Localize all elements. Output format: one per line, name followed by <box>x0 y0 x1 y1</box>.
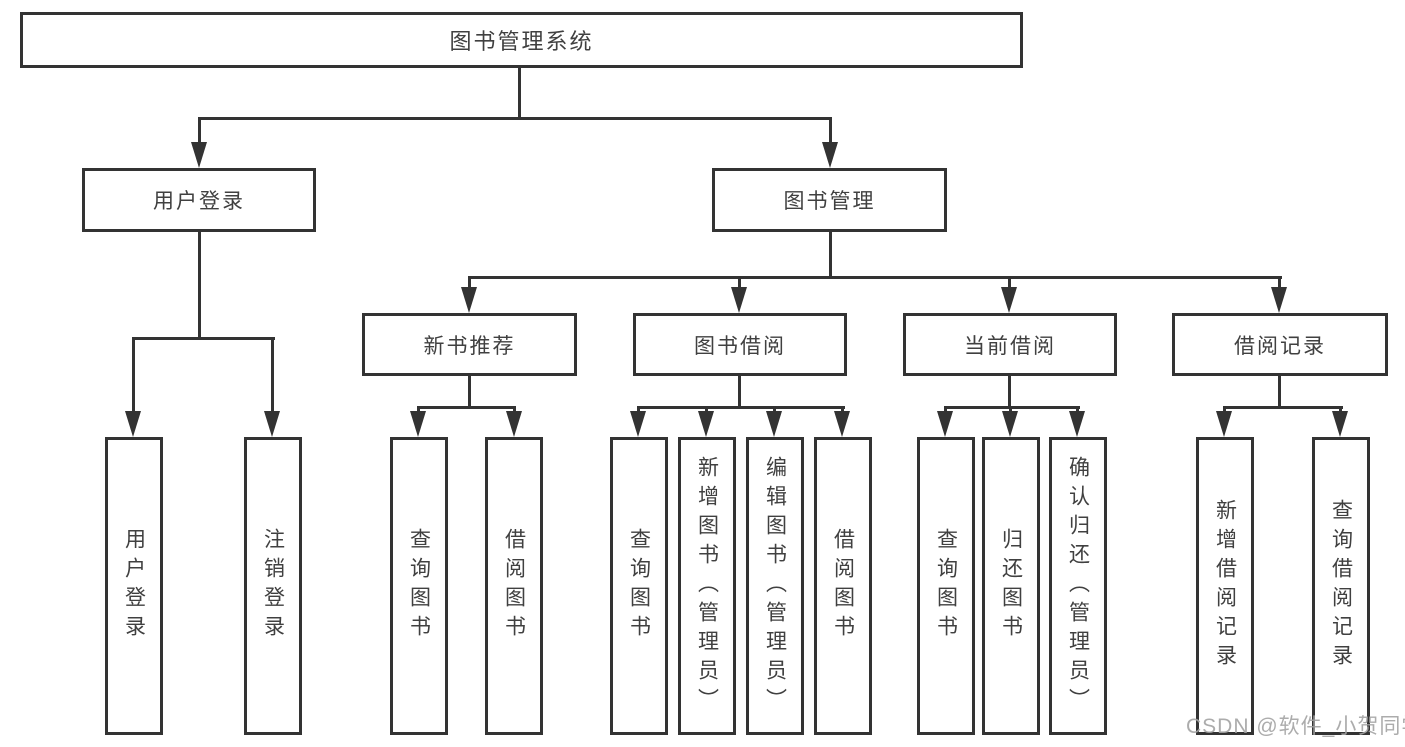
arrowhead-leaf-borrow-1 <box>506 411 522 437</box>
connector-to-new-book <box>468 276 471 292</box>
connector-to-user-login <box>198 117 201 148</box>
leaf-add-borrow-record: 新增借阅记录 <box>1196 437 1254 735</box>
leaf-query-borrow-record: 查询借阅记录 <box>1312 437 1370 735</box>
node-current-borrow: 当前借阅 <box>903 313 1117 376</box>
arrowhead-book-mgmt <box>822 142 838 168</box>
arrowhead-book-borrow <box>731 287 747 313</box>
connector-user-login-stem <box>198 230 201 340</box>
connector-to-current-borrow <box>1008 276 1011 292</box>
arrowhead-leaf-query-1 <box>410 411 426 437</box>
arrowhead-leaf-edit-book <box>766 411 782 437</box>
connector-book-mgmt-rail <box>468 276 1282 279</box>
leaf-edit-books-admin: 编辑图书（管理员） <box>746 437 804 735</box>
arrowhead-leaf-query-record <box>1332 411 1348 437</box>
node-book-management: 图书管理 <box>712 168 947 232</box>
arrowhead-leaf-add-book <box>698 411 714 437</box>
arrowhead-leaf-query-2 <box>630 411 646 437</box>
connector-borrow-records-stem <box>1278 374 1281 409</box>
node-borrow-records: 借阅记录 <box>1172 313 1388 376</box>
arrowhead-leaf-login <box>125 411 141 437</box>
arrowhead-leaf-add-record <box>1216 411 1232 437</box>
connector-current-borrow-stem <box>1008 374 1011 409</box>
connector-book-borrow-stem <box>738 374 741 409</box>
leaf-logout: 注销登录 <box>244 437 302 735</box>
connector-book-mgmt-stem <box>829 230 832 278</box>
node-book-borrow: 图书借阅 <box>633 313 847 376</box>
node-new-book-recommend: 新书推荐 <box>362 313 577 376</box>
node-user-login: 用户登录 <box>82 168 316 232</box>
leaf-query-books-recommend: 查询图书 <box>390 437 448 735</box>
arrowhead-new-book <box>461 287 477 313</box>
leaf-borrow-books-borrow: 借阅图书 <box>814 437 872 735</box>
leaf-return-books: 归还图书 <box>982 437 1040 735</box>
connector-root-rail <box>198 117 832 120</box>
node-system-root: 图书管理系统 <box>20 12 1023 68</box>
leaf-borrow-books-recommend: 借阅图书 <box>485 437 543 735</box>
connector-root-stem <box>518 65 521 119</box>
arrowhead-leaf-confirm-return <box>1069 411 1085 437</box>
csdn-watermark: CSDN @软件_小贺同学 <box>1186 715 1405 738</box>
leaf-query-books-current: 查询图书 <box>917 437 975 735</box>
connector-book-borrow-rail <box>637 406 845 409</box>
connector-new-book-stem <box>468 374 471 409</box>
connector-borrow-records-rail <box>1223 406 1343 409</box>
leaf-add-books-admin: 新增图书（管理员） <box>678 437 736 735</box>
arrowhead-leaf-return <box>1002 411 1018 437</box>
connector-user-login-rail <box>132 337 275 340</box>
connector-to-borrow-records <box>1278 276 1281 292</box>
connector-current-borrow-rail <box>944 406 1080 409</box>
arrowhead-leaf-logout <box>264 411 280 437</box>
leaf-confirm-return-admin: 确认归还（管理员） <box>1049 437 1107 735</box>
connector-to-leaf-logout <box>271 337 274 417</box>
connector-to-book-mgmt <box>829 117 832 148</box>
arrowhead-leaf-borrow-2 <box>834 411 850 437</box>
arrowhead-user-login <box>191 142 207 168</box>
leaf-user-login: 用户登录 <box>105 437 163 735</box>
connector-new-book-rail <box>417 406 516 409</box>
connector-to-leaf-login <box>132 337 135 417</box>
arrowhead-borrow-records <box>1271 287 1287 313</box>
leaf-query-books-borrow: 查询图书 <box>610 437 668 735</box>
arrowhead-leaf-query-3 <box>937 411 953 437</box>
arrowhead-current-borrow <box>1001 287 1017 313</box>
connector-to-book-borrow <box>738 276 741 292</box>
